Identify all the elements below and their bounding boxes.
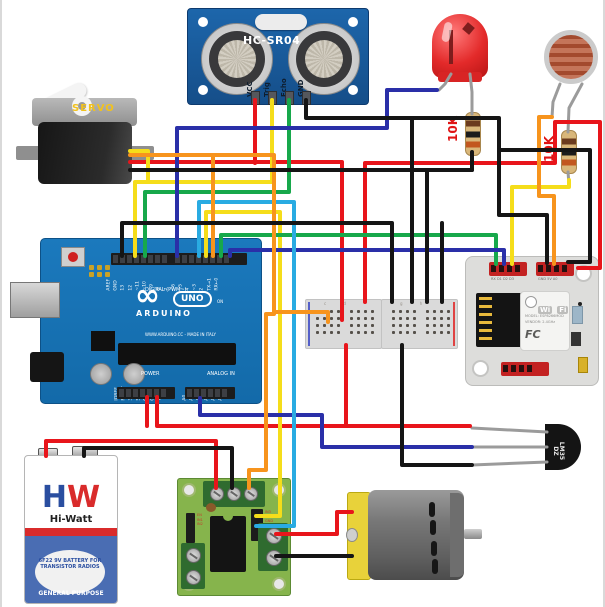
arduino-made-in: WWW.ARDUINO.CC - MADE IN ITALY (145, 332, 216, 337)
led-resistor (465, 112, 481, 156)
driver-right-header-labels: IN3 IN4 GND (265, 510, 274, 523)
motor-bearing (346, 528, 358, 542)
wire-lead-lm35-1 (470, 426, 549, 434)
driver-capacitor (206, 503, 216, 512)
esp8266-via (578, 302, 582, 306)
hcsr04-transducer-left (201, 23, 273, 95)
arduino-analog-header (185, 387, 235, 399)
ldr-resistor (561, 130, 577, 174)
esp8266-left-pin-labels: RX D1 D2 D3 (491, 277, 514, 281)
battery-brand: Hi-Watt (49, 514, 93, 525)
wire-black-bb-lm35 (400, 343, 474, 467)
motor-driver-board: EN IN1 IN2 IN3 IN4 GND OUT1 OUT2 OUT3 OU… (177, 478, 291, 596)
wire-blue-d7-led (175, 88, 439, 258)
wire-lead-ldr-left-leg (550, 82, 562, 119)
driver-ic-l293d (210, 515, 246, 572)
servo-mount-tab (130, 146, 154, 160)
motor-shaft (464, 529, 482, 539)
esp8266-hole (575, 265, 592, 282)
wire-yellow-ldr-esp (510, 178, 571, 266)
arduino-digital-header-left (111, 253, 177, 265)
breadboard-letters: c d (324, 301, 355, 306)
arduino-capacitor (90, 363, 112, 385)
hcsr04-pin-vcc (251, 91, 260, 105)
hcsr04-hole (348, 17, 358, 27)
arduino-mcu (118, 343, 236, 365)
dc-motor-body (368, 490, 464, 580)
arduino-digital-header-right (173, 253, 247, 265)
ldr-resistor-value: 10K (542, 136, 556, 162)
hcsr04-label: HC-SR04 (243, 34, 301, 47)
arduino-uno-badge: UNO (173, 291, 212, 307)
arduino-infinity-logo: ∞ (135, 278, 160, 313)
wire-green-d2-esp (219, 233, 498, 266)
esp8266-shield: Wi Fi MODEL: ESP8266MOD VENDOR: 2.4GHz F… (520, 291, 570, 351)
driver-left-header-labels: EN IN1 IN2 (197, 513, 203, 526)
servo-label: SERVO (72, 103, 115, 114)
esp8266-component (571, 332, 581, 346)
esp8266-header-bottom (501, 362, 549, 376)
fcc-logo: FC (525, 328, 541, 341)
esp8266-hole (472, 360, 489, 377)
ldr-photoresistor (544, 30, 598, 84)
led-resistor-value: 10K (446, 116, 460, 142)
battery-type-text: 6F22 9V BATTERY FOR TRANSISTOR RADIOS (35, 550, 105, 594)
breadboard-letters: g h (400, 301, 431, 306)
wifi-logo: Wi (538, 306, 553, 314)
servo-body (38, 122, 132, 184)
wire-lead-ldr-right-leg (566, 82, 584, 134)
arduino-power-header (117, 387, 175, 399)
driver-left-header (186, 513, 195, 543)
hcsr04-pin-echo (285, 91, 294, 105)
arduino-on-led: ON (217, 299, 224, 304)
esp8266-header-left (489, 262, 527, 276)
breadboard-left: c d (305, 299, 382, 349)
hcsr04-oscillator (255, 14, 307, 30)
servo-mount-tab (16, 146, 40, 160)
hcsr04-pin-trig (268, 91, 277, 105)
hcsr04-transducer-right (288, 23, 360, 95)
arduino-power-jack (30, 352, 64, 382)
breadboard-red-rail (453, 302, 455, 346)
esp8266-vendor-text: VENDOR: 2.4GHz (525, 320, 556, 324)
esp8266-regulator (572, 306, 583, 324)
battery-footer: GENERAL PURPOSE (38, 590, 104, 597)
arduino-capacitor (123, 363, 145, 385)
battery-logo: HW (41, 480, 101, 515)
arduino-icsp-header (89, 265, 111, 277)
lm35-temperature-sensor: LM35 DZ (545, 424, 581, 470)
breadboard-blue-rail (308, 302, 310, 346)
esp8266-antenna (479, 297, 492, 343)
breadboard-right: g h (381, 299, 458, 349)
hcsr04-hole (348, 85, 358, 95)
esp8266-component (578, 357, 588, 373)
arduino-reset-button (61, 247, 85, 267)
arduino-usb-port (10, 282, 60, 318)
wire-black-hc-gnd-esp (304, 98, 549, 265)
esp8266-model-text: MODEL: ESP8266MOD (525, 314, 564, 318)
wire-blue-rx-esp (228, 248, 506, 266)
arduino-brand: ARDUINO (136, 309, 192, 318)
esp8266-right-pin-labels: GND 5V A0 (538, 277, 558, 281)
esp8266-header-right (536, 262, 574, 276)
led-red (432, 14, 488, 78)
antenna-logo-icon (525, 296, 537, 308)
wire-yellow-trig-d12 (133, 98, 274, 258)
hcsr04-hole (198, 85, 208, 95)
hcsr04-pin-gnd (302, 91, 311, 105)
arduino-power-label: POWER (141, 371, 160, 377)
battery-9v: HW Hi-Watt 6F22 9V BATTERY FOR TRANSISTO… (24, 455, 118, 604)
hcsr04-hole (198, 17, 208, 27)
wire-green-echo-d11 (143, 98, 291, 258)
wire-blue-a1-lm35 (198, 396, 474, 449)
esp8266-chip (476, 293, 522, 347)
arduino-chip-small (91, 331, 115, 351)
wire-lead-lm35-3 (470, 460, 549, 467)
